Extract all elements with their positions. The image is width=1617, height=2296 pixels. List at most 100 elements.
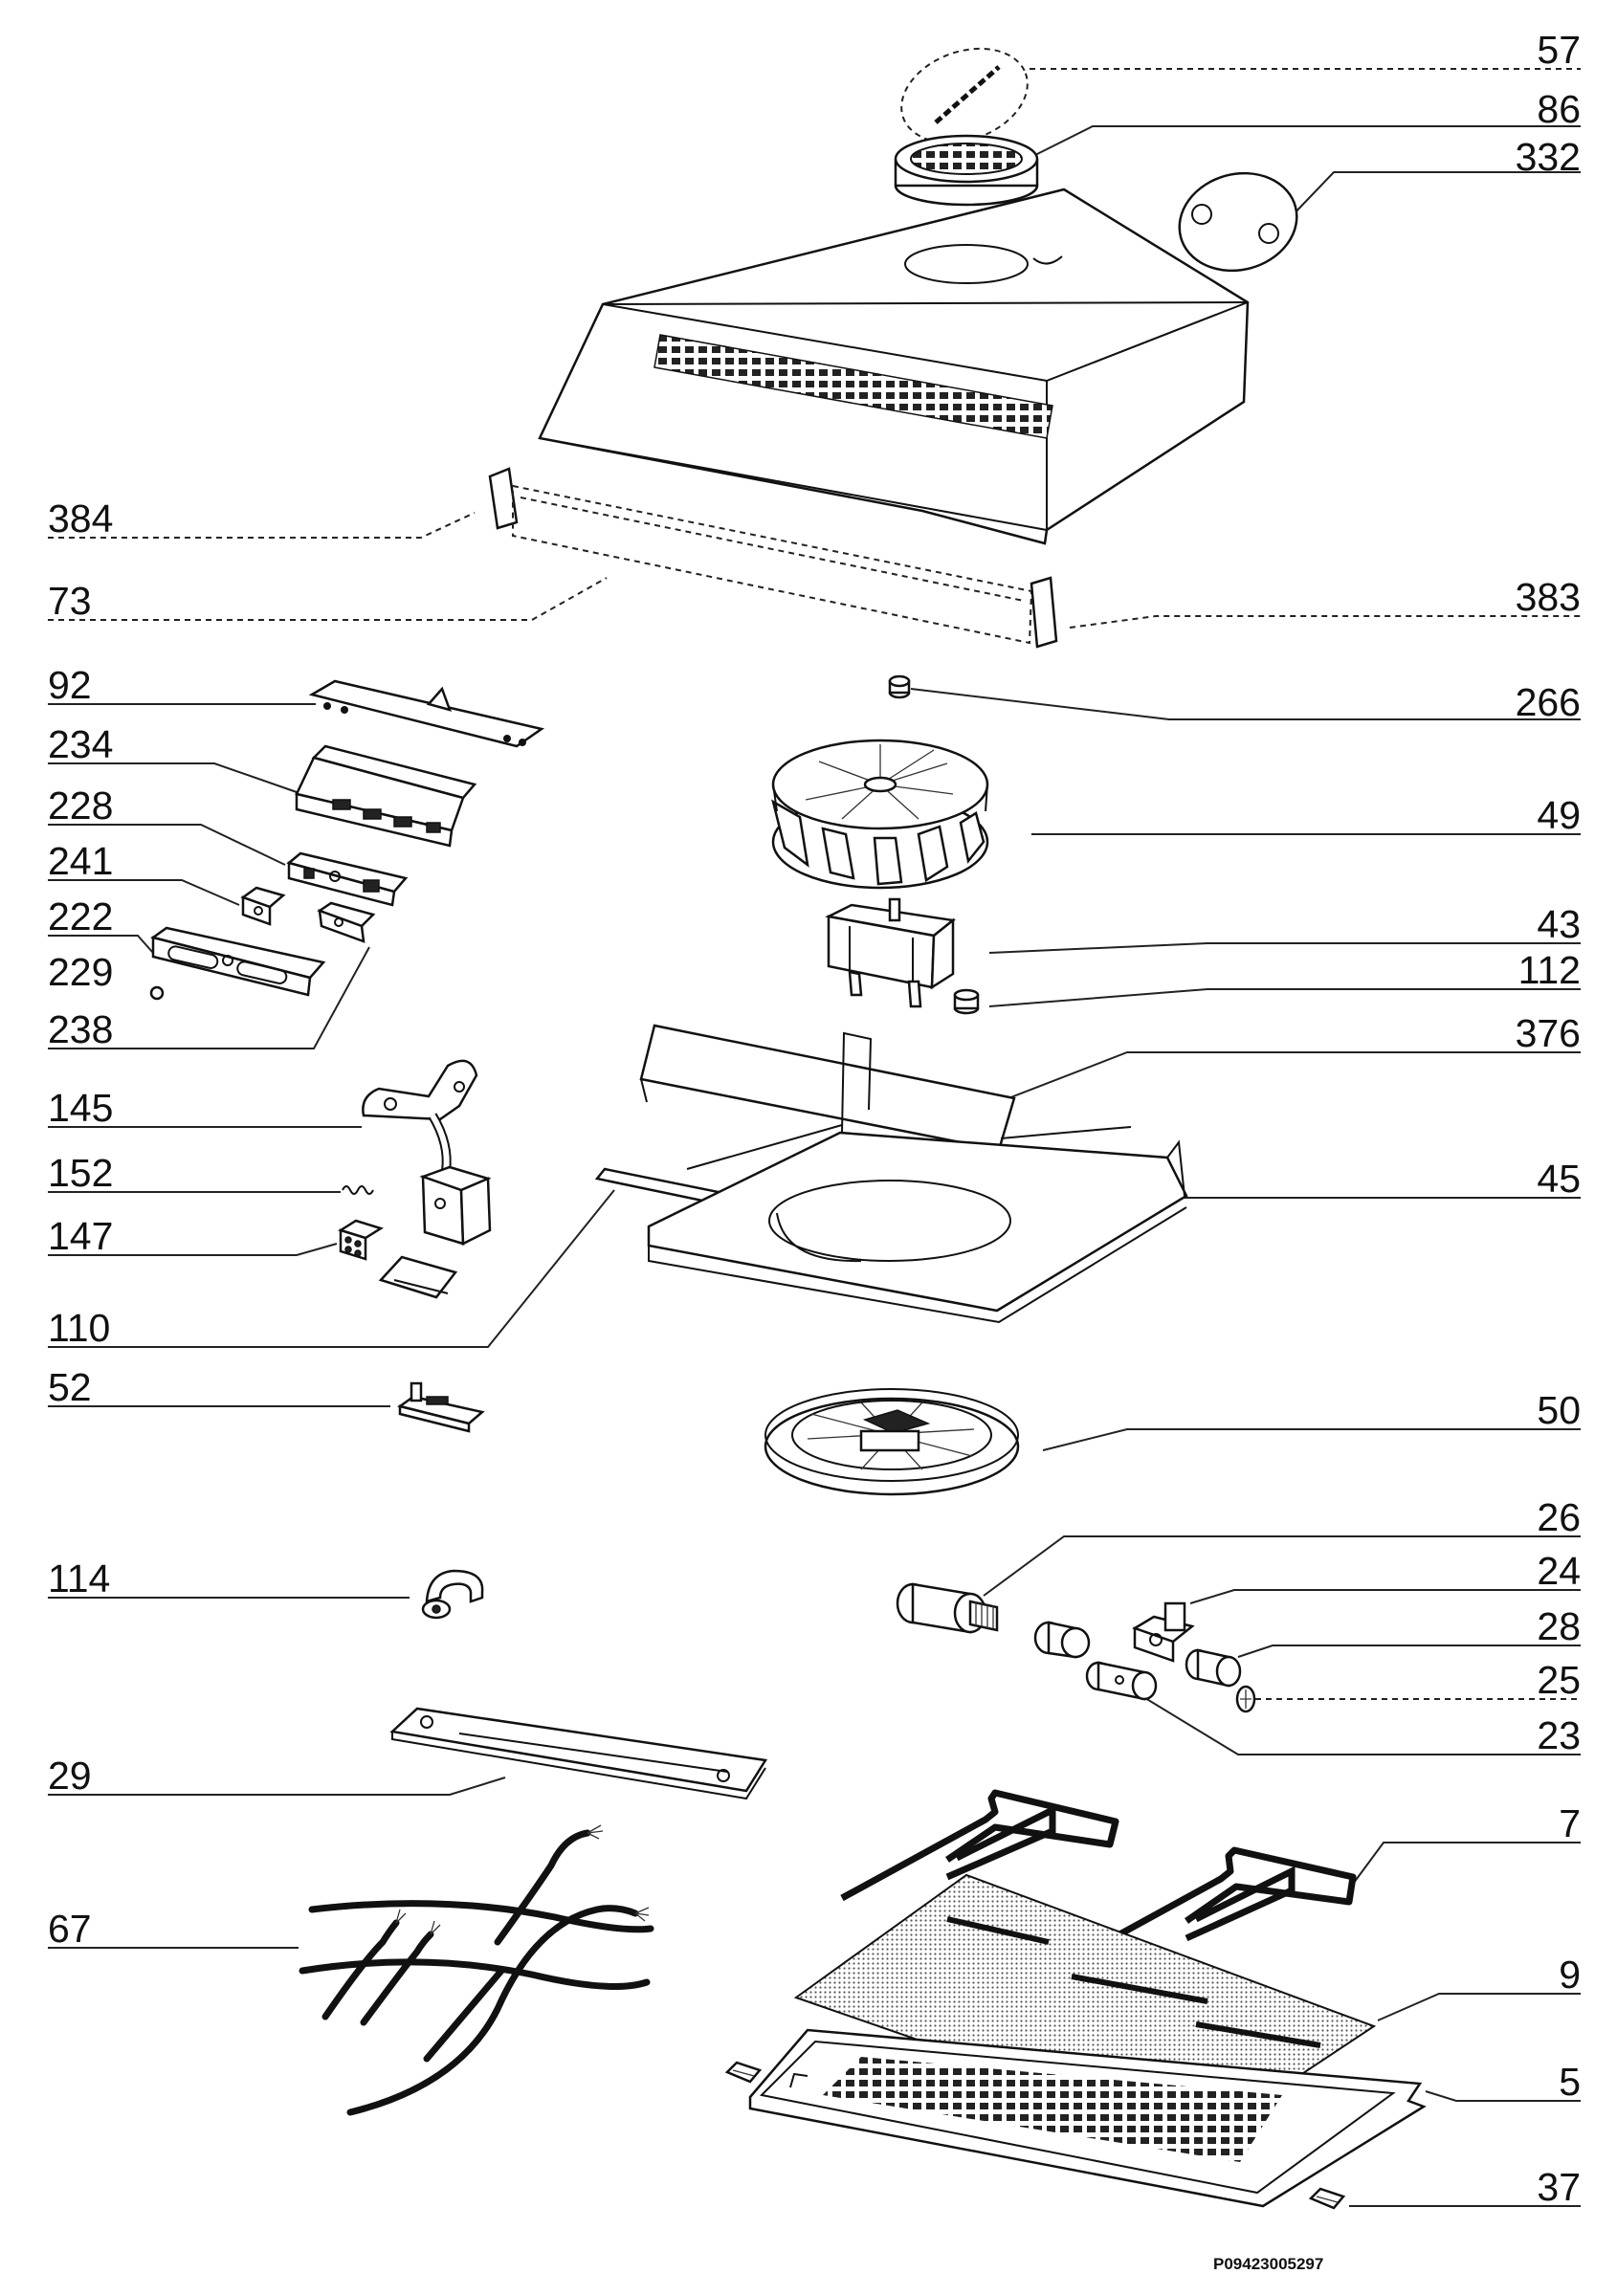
- part-37-clip-left[interactable]: [724, 2061, 763, 2084]
- part-26-lamp-holder[interactable]: [896, 1582, 999, 1634]
- part-49-fan-wheel[interactable]: [771, 739, 989, 890]
- callout-67[interactable]: 67: [48, 1907, 299, 1951]
- part-383-bracket[interactable]: [1030, 576, 1058, 649]
- callout-384[interactable]: 384: [48, 497, 476, 541]
- part-114-clamp[interactable]: [421, 1569, 484, 1620]
- part-145-bracket[interactable]: [362, 1059, 478, 1172]
- callout-29[interactable]: 29: [48, 1754, 506, 1798]
- label-241: 241: [48, 839, 113, 883]
- part-bushing[interactable]: [1033, 1621, 1091, 1659]
- part-45-base-tray[interactable]: [647, 1031, 1188, 1324]
- callout-45[interactable]: 45: [1162, 1157, 1581, 1201]
- label-147: 147: [48, 1214, 113, 1258]
- hood-vent-slots: [653, 334, 1053, 439]
- callout-7[interactable]: 7: [1350, 1801, 1581, 1888]
- callout-5[interactable]: 5: [1425, 2060, 1581, 2104]
- callout-234[interactable]: 234: [48, 722, 298, 793]
- leader-112: [988, 988, 1581, 1007]
- part-222-front-panel[interactable]: [150, 926, 326, 997]
- part-50-filter-housing[interactable]: [764, 1388, 1020, 1496]
- label-234: 234: [48, 722, 113, 766]
- label-222: 222: [48, 894, 113, 938]
- callout-152[interactable]: 152: [48, 1151, 341, 1195]
- label-25: 25: [1537, 1658, 1581, 1702]
- callout-57[interactable]: 57: [1030, 28, 1581, 72]
- part-86-grille-collar[interactable]: [894, 134, 1039, 207]
- callout-145[interactable]: 145: [48, 1086, 362, 1130]
- part-92-plate[interactable]: [308, 679, 545, 748]
- part-5-filter-frame[interactable]: [748, 2028, 1427, 2208]
- part-23-diffuser[interactable]: [1085, 1661, 1158, 1701]
- leader-376: [1008, 1051, 1581, 1099]
- part-229-knob[interactable]: [149, 985, 165, 1001]
- label-5: 5: [1559, 2060, 1581, 2104]
- label-23: 23: [1537, 1713, 1581, 1757]
- part-24-lamp-bracket[interactable]: [1132, 1601, 1195, 1663]
- callout-228[interactable]: 228: [48, 784, 286, 866]
- leader-29: [48, 1777, 506, 1796]
- callout-229[interactable]: 229: [48, 950, 113, 994]
- label-145: 145: [48, 1086, 113, 1130]
- callout-23[interactable]: 23: [1140, 1694, 1581, 1757]
- label-57: 57: [1537, 28, 1581, 72]
- part-152-spring[interactable]: [342, 1185, 374, 1195]
- part-241-clip[interactable]: [240, 886, 286, 926]
- label-266: 266: [1516, 680, 1581, 724]
- leader-332: [1289, 171, 1581, 219]
- part-52-holder[interactable]: [397, 1381, 485, 1433]
- part-112-cap[interactable]: [953, 988, 980, 1015]
- callout-147[interactable]: 147: [48, 1214, 338, 1258]
- callout-241[interactable]: 241: [48, 839, 240, 906]
- label-384: 384: [48, 497, 113, 541]
- callout-28[interactable]: 28: [1237, 1604, 1581, 1658]
- callout-37[interactable]: 37: [1349, 2165, 1581, 2209]
- callout-24[interactable]: 24: [1189, 1549, 1581, 1604]
- callout-73[interactable]: 73: [48, 577, 608, 623]
- callout-86[interactable]: 86: [1034, 87, 1581, 156]
- leader-147: [48, 1243, 338, 1256]
- part-238-clip[interactable]: [317, 901, 376, 943]
- callout-52[interactable]: 52: [48, 1365, 390, 1409]
- callout-112[interactable]: 112: [988, 948, 1581, 1007]
- part-332-cover-plate[interactable]: [1168, 161, 1308, 284]
- part-234-switch-housing[interactable]: [295, 744, 477, 848]
- leader-266: [910, 688, 1581, 720]
- callout-332[interactable]: 332: [1289, 135, 1581, 219]
- part-28-lamp[interactable]: [1185, 1648, 1242, 1688]
- leader-222: [48, 935, 154, 954]
- part-266-cap[interactable]: [888, 674, 911, 699]
- label-52: 52: [48, 1365, 92, 1409]
- leader-7: [1350, 1842, 1581, 1888]
- leader-73: [48, 577, 608, 621]
- label-228: 228: [48, 784, 113, 828]
- part-228-switch-board[interactable]: [286, 851, 409, 907]
- callout-92[interactable]: 92: [48, 663, 316, 707]
- callout-26[interactable]: 26: [983, 1495, 1581, 1597]
- leader-234: [48, 762, 298, 793]
- callout-114[interactable]: 114: [48, 1556, 410, 1601]
- callout-49[interactable]: 49: [1031, 793, 1581, 837]
- part-73-strip[interactable]: [512, 484, 1033, 645]
- callout-43[interactable]: 43: [988, 902, 1581, 954]
- part-384-bracket[interactable]: [488, 467, 519, 530]
- part-43-motor[interactable]: [825, 897, 957, 1008]
- callout-50[interactable]: 50: [1042, 1388, 1581, 1451]
- callout-383[interactable]: 383: [1069, 575, 1581, 629]
- part-147-terminal[interactable]: [338, 1219, 384, 1261]
- callout-266[interactable]: 266: [910, 680, 1581, 724]
- callout-9[interactable]: 9: [1377, 1953, 1581, 2021]
- callout-110[interactable]: 110: [48, 1189, 615, 1350]
- callout-238[interactable]: 238: [48, 946, 370, 1051]
- part-connection-box[interactable]: [378, 1165, 492, 1299]
- part-25-screw[interactable]: [1235, 1685, 1256, 1713]
- part-7-filter-clips[interactable]: [840, 1789, 1357, 1959]
- part-hood-body[interactable]: [538, 188, 1250, 545]
- callout-25[interactable]: 25: [1255, 1658, 1581, 1702]
- part-67-wiring[interactable]: [299, 1824, 654, 2116]
- leader-241: [48, 879, 240, 906]
- label-67: 67: [48, 1907, 92, 1951]
- callout-376[interactable]: 376: [1008, 1011, 1581, 1099]
- part-29-rail[interactable]: [389, 1707, 768, 1800]
- callout-222[interactable]: 222: [48, 894, 154, 954]
- part-37-clip[interactable]: [1308, 2187, 1346, 2210]
